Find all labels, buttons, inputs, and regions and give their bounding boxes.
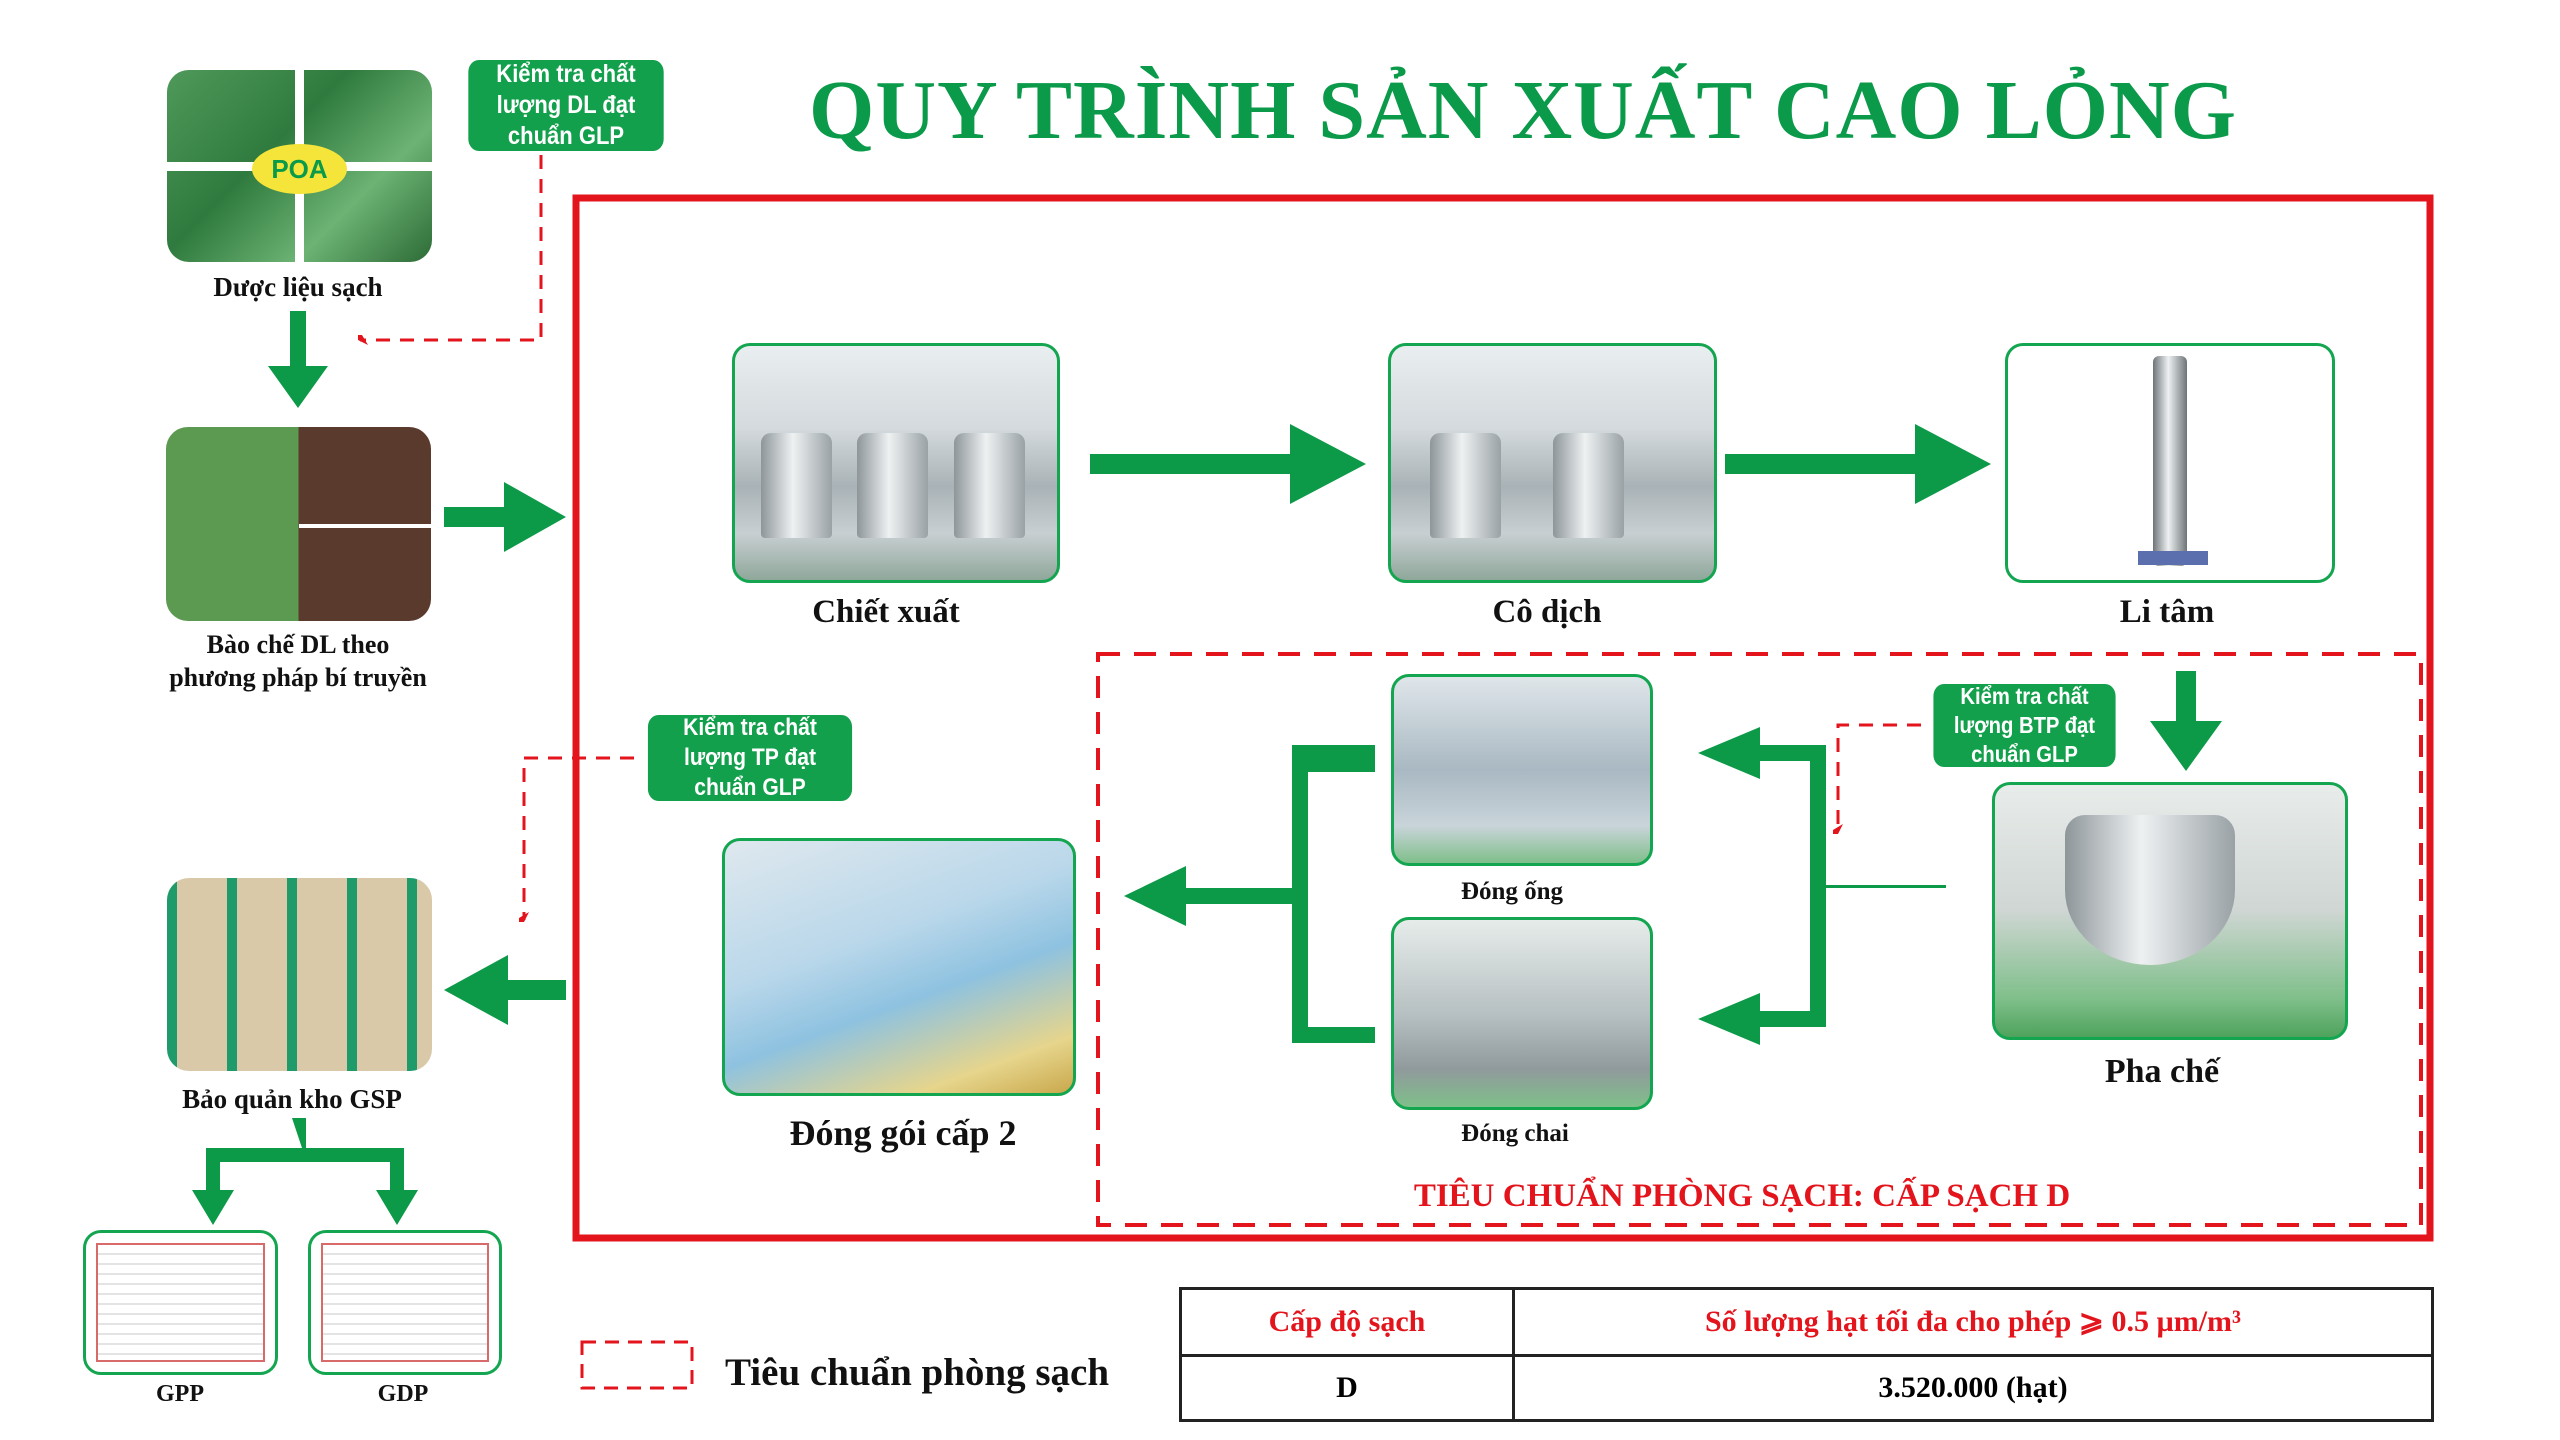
arrow-filling-packaging (1124, 745, 1375, 1043)
table-row: D 3.520.000 (hạt) (1179, 1353, 2434, 1423)
qc-semi-connector (1838, 723, 1921, 832)
cleanroom-frame (1096, 652, 2423, 1227)
qc-finished-badge: Kiểm tra chất lượng TP đạt chuẩn GLP (647, 714, 853, 801)
preparation-label-1: Bào chế DL theo (206, 630, 390, 659)
concentration-label: Cô dịch (1492, 594, 1602, 630)
cleanroom-table: Cấp độ sạch Số lượng hạt tối đa cho phép… (1179, 1287, 2434, 1423)
gdp-certificate (308, 1230, 502, 1375)
arrow-extraction-concentration (1090, 424, 1366, 504)
table-header: Cấp độ sạch (1179, 1287, 1515, 1357)
preparation-label-2: phương pháp bí truyền (169, 663, 427, 692)
raw-material-label: Dược liệu sạch (213, 272, 383, 302)
storage-photo (167, 878, 432, 1071)
table-header: Số lượng hạt tối đa cho phép ⩾ 0.5 µm/m³ (1512, 1287, 2434, 1357)
gpp-label: GPP (156, 1381, 204, 1407)
raw-material-photo: POA (167, 70, 432, 262)
mixing-photo (1992, 782, 2348, 1040)
arrow-right-process (444, 482, 566, 552)
arrow-branch-certs (192, 1118, 418, 1225)
legend-label: Tiêu chuẩn phòng sạch (725, 1351, 1110, 1394)
gpp-certificate (83, 1230, 278, 1375)
arrow-mixing-filling (1698, 727, 1946, 1045)
storage-label: Bảo quản kho GSP (182, 1084, 402, 1114)
extraction-photo (732, 343, 1060, 583)
packaging-photo (722, 838, 1076, 1096)
qc-finished-connector (524, 756, 634, 920)
poa-logo: POA (252, 144, 347, 194)
cleanroom-caption: TIÊU CHUẨN PHÒNG SẠCH: CẤP SẠCH D (1413, 1178, 2071, 1214)
table-cell: 3.520.000 (hạt) (1512, 1353, 2434, 1423)
table-header-row: Cấp độ sạch Số lượng hạt tối đa cho phép… (1179, 1287, 2434, 1357)
arrow-down-raw (268, 311, 328, 408)
qc-raw-connector (360, 155, 543, 340)
table-cell: D (1179, 1353, 1515, 1423)
ampoule-filling-label: Đóng ống (1460, 878, 1564, 905)
arrow-left-storage (444, 955, 566, 1025)
ampoule-filling-photo (1391, 674, 1653, 866)
qc-semi-badge: Kiểm tra chất lượng BTP đạt chuẩn GLP (1933, 683, 2116, 767)
arrow-concentration-centrifuge (1725, 424, 1991, 504)
concentration-photo (1388, 343, 1717, 583)
arrow-centrifuge-mixing (2150, 671, 2222, 771)
gdp-label: GDP (377, 1381, 429, 1407)
preparation-photo (166, 427, 431, 621)
packaging-label: Đóng gói cấp 2 (789, 1113, 1017, 1153)
qc-raw-badge: Kiểm tra chất lượng DL đạt chuẩn GLP (468, 60, 664, 151)
centrifuge-photo (2005, 343, 2335, 583)
mixing-label: Pha chế (2104, 1053, 2220, 1090)
centrifuge-label: Li tâm (2119, 594, 2215, 630)
extraction-label: Chiết xuất (812, 594, 960, 630)
process-frame (572, 194, 2434, 1242)
legend-swatch (580, 1340, 694, 1390)
page-title: QUY TRÌNH SẢN XUẤT CAO LỎNG (809, 64, 2237, 157)
bottle-filling-label: Đóng chai (1461, 1120, 1569, 1147)
bottle-filling-photo (1391, 917, 1653, 1110)
